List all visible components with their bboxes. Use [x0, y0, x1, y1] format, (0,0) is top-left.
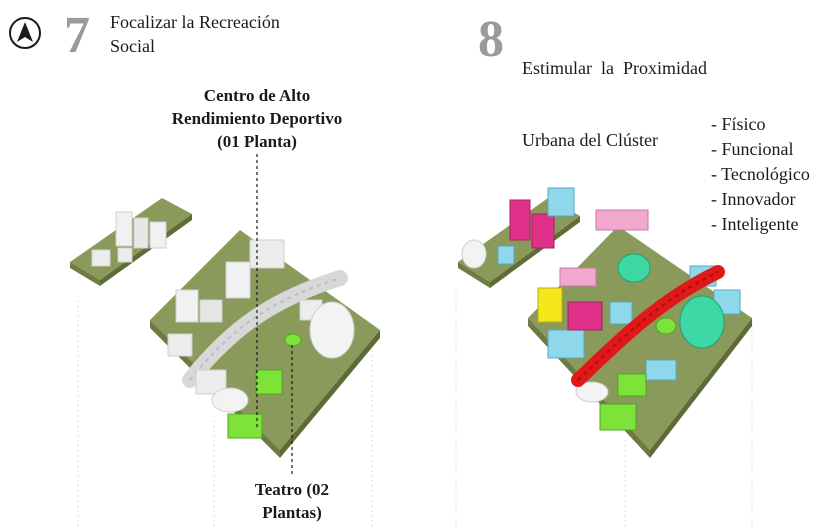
theatre-label-line2: Plantas): [262, 503, 322, 522]
sports-center-label-line2: Rendimiento Deportivo: [171, 109, 343, 128]
proximity-item-tecnologico: - Tecnológico: [711, 164, 810, 184]
left-main-block: [150, 230, 380, 458]
left-small-block: [70, 198, 192, 286]
north-arrow-icon: [9, 17, 41, 49]
proximity-item-fisico: - Físico: [711, 114, 766, 134]
right-main-block: [528, 209, 752, 458]
step-number-7: 7: [64, 7, 90, 64]
theatre-label-line1: Teatro (02: [254, 480, 330, 499]
step-7-title-line1: Focalizar la Recreación: [110, 12, 280, 32]
sports-center-label-line1: Centro de Alto: [203, 86, 311, 105]
sports-center-label: Centro de Alto Rendimiento Deportivo (01…: [157, 84, 357, 153]
proximity-item-inteligente: - Inteligente: [711, 214, 799, 234]
guide-lines: [77, 290, 753, 528]
step-number-8: 8: [478, 11, 504, 68]
proximity-item-funcional: - Funcional: [711, 139, 794, 159]
step-8-title-line1: Estimular la Proximidad: [522, 58, 707, 78]
theatre-label: Teatro (02 Plantas): [232, 478, 352, 524]
step-7-title: Focalizar la Recreación Social: [110, 10, 280, 58]
step-7-title-line2: Social: [110, 36, 155, 56]
step-8-title: Estimular la Proximidad Urbana del Clúst…: [522, 8, 707, 176]
proximity-types-list: - Físico - Funcional - Tecnológico - Inn…: [711, 112, 810, 237]
step-8-title-line2: Urbana del Clúster: [522, 130, 658, 150]
sports-center-label-line3: (01 Planta): [217, 132, 297, 151]
right-small-block: [458, 187, 580, 288]
proximity-item-innovador: - Innovador: [711, 189, 796, 209]
